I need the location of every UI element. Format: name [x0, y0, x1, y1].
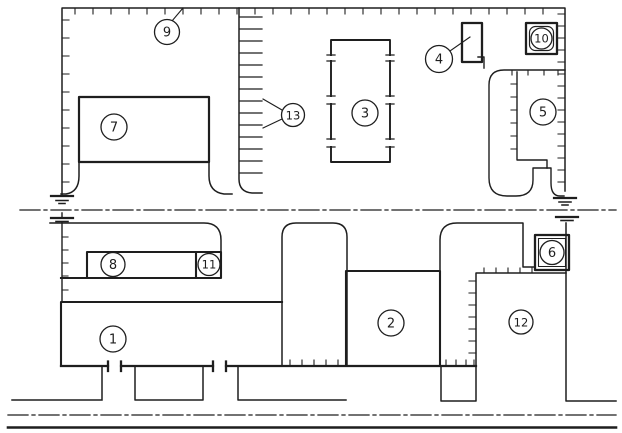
dashed-outline [330, 39, 391, 163]
dashed-outline-serifs [326, 54, 395, 148]
callout-leaders [171, 7, 471, 129]
callout-circle [508, 309, 534, 335]
callout-number: 11 [202, 258, 217, 272]
boundary-ticks-left [61, 19, 70, 183]
platform-edge-5 [516, 71, 548, 169]
callout-12: 12 [508, 309, 534, 335]
loop-track-stub [477, 56, 485, 69]
loop-track [488, 69, 566, 197]
buffer-stop-plate [55, 199, 572, 206]
callout-11: 11 [197, 252, 221, 277]
callout-9: 9 [153, 18, 181, 46]
lower-yard [11, 212, 617, 402]
callout-number: 6 [548, 246, 556, 261]
callout-circle [280, 102, 306, 128]
platform-8-11 [59, 250, 223, 280]
callout-circle [100, 251, 126, 278]
platform-ticks-5 [510, 69, 559, 150]
callout-circle [153, 18, 181, 46]
callout-number: 5 [539, 106, 547, 121]
building-7-outline [77, 95, 211, 164]
ladder-rail [238, 7, 263, 194]
callout-circle [377, 309, 405, 337]
loop-track-area-5 [477, 56, 566, 197]
boundary-ticks-top [74, 7, 544, 15]
callout-number: 4 [435, 53, 443, 68]
callout-number: 12 [514, 316, 529, 330]
area-12-edge [475, 272, 567, 367]
callout-4: 4 [424, 44, 454, 74]
structure-10-outer [524, 21, 559, 56]
open-storage-area-3 [326, 39, 395, 163]
callout-circle [100, 113, 128, 141]
lower-yard-top-wall [49, 222, 222, 253]
structure-10 [524, 21, 559, 56]
building-7 [60, 95, 233, 195]
center-bay-ticks [289, 359, 339, 367]
ladder-track-13 [238, 7, 263, 194]
boundary-wall [61, 7, 566, 197]
callout-2: 2 [377, 309, 405, 337]
upper-yard-boundary [49, 7, 578, 206]
callout-circle [529, 98, 557, 126]
callout-5: 5 [529, 98, 557, 126]
callout-number: 3 [361, 107, 369, 122]
callout-circle [197, 252, 221, 277]
structure-10-inner [528, 25, 555, 52]
callout-number: 9 [163, 26, 171, 41]
callout-number: 13 [286, 109, 301, 123]
callout-number: 2 [387, 317, 395, 332]
callout-circle [424, 44, 454, 74]
boundary-ticks-right [557, 13, 566, 183]
callout-7: 7 [100, 113, 128, 141]
center-bay-walls [281, 222, 348, 367]
callout-number: 8 [109, 258, 117, 273]
structure-4 [460, 21, 484, 64]
callout-6: 6 [539, 239, 565, 266]
callout-circle [351, 99, 379, 127]
siding-track-ticks [61, 236, 69, 291]
callout-circle [99, 325, 127, 353]
callout-number: 1 [109, 333, 117, 348]
callout-number: 10 [534, 32, 549, 46]
ladder-rungs [239, 16, 263, 174]
callout-13: 13 [280, 102, 306, 128]
structure-6-outer [533, 233, 571, 272]
right-yard-wall [439, 222, 536, 367]
building-7-track-curves [60, 161, 233, 195]
callout-number: 7 [110, 121, 118, 136]
lower-yard-right-wall [565, 222, 617, 402]
callout-8: 8 [100, 251, 126, 278]
callout-10: 10 [530, 27, 553, 50]
area-12-ticks [445, 267, 533, 367]
buffer-stop-bar [49, 194, 578, 200]
building-1-outline [59, 300, 284, 368]
callout-3: 3 [351, 99, 379, 127]
callout-circle [539, 239, 565, 266]
ramp-walls [11, 365, 477, 402]
callout-circle [530, 27, 553, 50]
door-jambs [106, 360, 228, 373]
callout-1: 1 [99, 325, 127, 353]
